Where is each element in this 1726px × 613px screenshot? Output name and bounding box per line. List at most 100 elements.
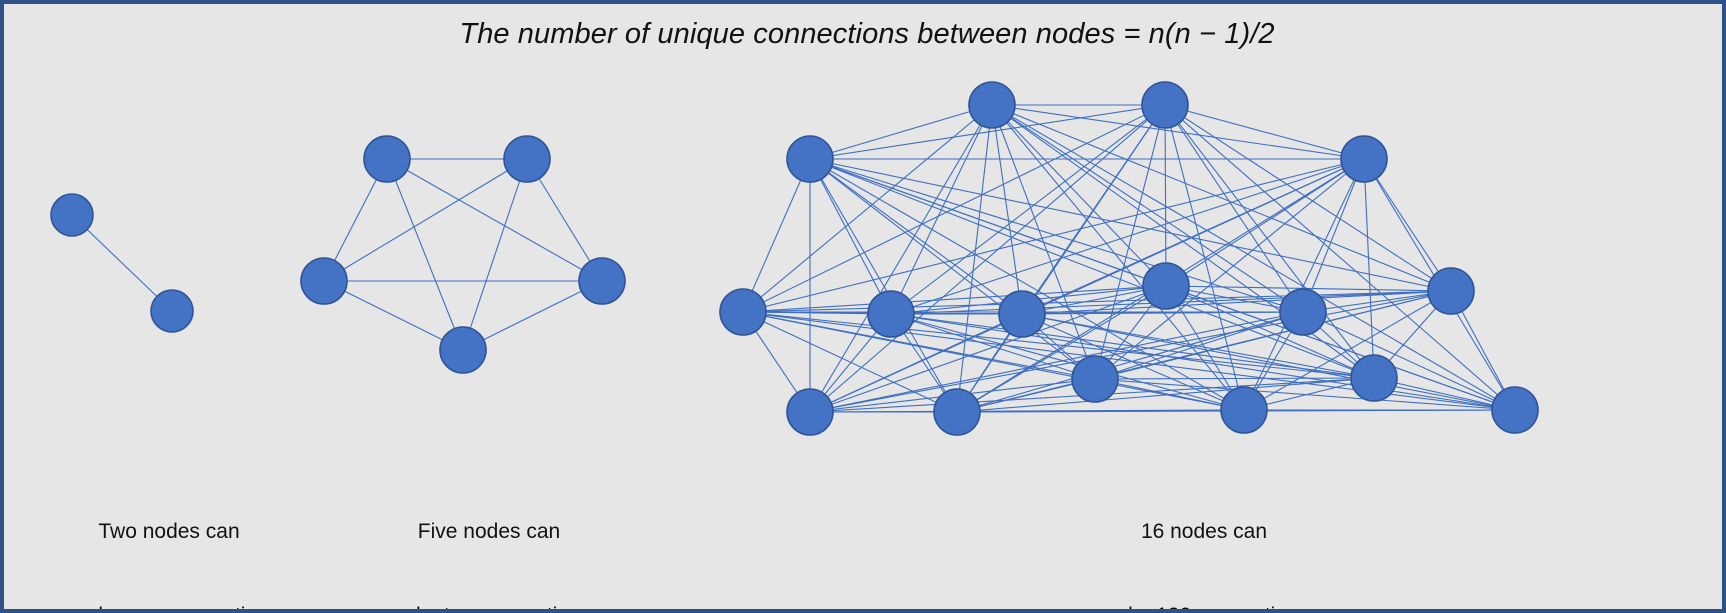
- graph-node: [1142, 262, 1190, 310]
- graph-edge: [991, 104, 1516, 411]
- caption-sixteen-nodes-line1: 16 nodes can: [1140, 520, 1268, 543]
- graph-edge: [742, 290, 1452, 313]
- graph-edge: [809, 290, 1452, 413]
- graph-edge: [809, 311, 1304, 413]
- graph-edge: [1021, 313, 1375, 379]
- graph-edge: [1165, 285, 1516, 411]
- graph-edge: [1164, 104, 1516, 411]
- graph-node: [933, 388, 981, 436]
- graph-edge: [956, 285, 1167, 413]
- graph-edge: [1302, 290, 1452, 313]
- graph-node: [867, 290, 915, 338]
- graph-edge: [809, 158, 1167, 287]
- graph-edge: [956, 104, 993, 413]
- graph-edge: [742, 158, 811, 313]
- graph-node: [439, 326, 487, 374]
- graph-edge: [1450, 290, 1516, 411]
- graph-group-5: [300, 135, 626, 374]
- graph-edge: [1302, 311, 1516, 411]
- graph-node: [968, 81, 1016, 129]
- graph-edge: [991, 104, 1245, 411]
- graph-edge: [1165, 285, 1375, 379]
- graph-edge: [890, 158, 1365, 315]
- graph-edge: [809, 158, 1452, 292]
- graph-edge: [809, 158, 1375, 379]
- graph-edge: [1165, 285, 1245, 411]
- graph-edge: [890, 313, 1096, 380]
- graph-edge: [890, 311, 1304, 315]
- caption-five-nodes: Five nodes can make ten connections 5(5-…: [304, 462, 674, 609]
- graph-node: [578, 257, 626, 305]
- graph-edge: [956, 104, 1166, 413]
- graph-edge: [956, 313, 1023, 413]
- graph-edge: [809, 313, 892, 413]
- graph-node: [1340, 135, 1388, 183]
- graph-edge: [71, 214, 173, 312]
- graph-edge: [1094, 158, 1365, 380]
- graph-edge: [809, 104, 1166, 160]
- node-layer: [50, 193, 194, 333]
- node-layer: [300, 135, 626, 374]
- graph-node: [1141, 81, 1189, 129]
- graph-edge: [1243, 311, 1304, 411]
- graph-edge: [742, 311, 892, 315]
- graph-edge: [742, 311, 1375, 379]
- caption-two-nodes: Two nodes can make one connection 2(2-1)…: [4, 462, 334, 609]
- graph-edge: [1165, 285, 1452, 292]
- graph-group-16: [719, 81, 1539, 436]
- graph-edge: [1094, 104, 1166, 380]
- graph-group-2: [50, 193, 194, 333]
- graph-edge: [809, 409, 1245, 413]
- graph-edge: [809, 158, 1516, 411]
- graph-edge: [809, 285, 1167, 413]
- graph-edge: [1021, 104, 1166, 315]
- graph-edge: [809, 158, 892, 315]
- graph-node: [1220, 386, 1268, 434]
- caption-two-nodes-line2: make one connection: [4, 602, 334, 609]
- graph-edge: [1243, 290, 1452, 411]
- graph-edge: [1243, 377, 1375, 411]
- graph-edge: [890, 290, 1452, 315]
- graph-edge: [1094, 285, 1167, 380]
- graph-edge: [809, 104, 993, 160]
- graph-edge: [1302, 311, 1375, 379]
- graph-edge: [1363, 158, 1516, 411]
- graph-edge: [809, 158, 958, 413]
- graph-edge: [890, 313, 1375, 379]
- graph-edge: [956, 409, 1245, 413]
- edge-layer: [742, 104, 1516, 413]
- graph-edge: [1164, 104, 1245, 411]
- graph-edge: [1021, 158, 1365, 315]
- graph-edge: [1302, 158, 1365, 313]
- caption-five-nodes-line1: Five nodes can: [417, 520, 561, 543]
- graph-edge: [1021, 313, 1096, 380]
- node-layer: [719, 81, 1539, 436]
- graph-edge: [809, 158, 1365, 413]
- graph-edge: [890, 313, 1245, 411]
- graph-edge: [1164, 104, 1365, 160]
- graph-edge: [991, 104, 1452, 292]
- graph-edge: [742, 158, 1365, 313]
- graph-edge: [323, 280, 464, 351]
- graph-node: [998, 290, 1046, 338]
- graph-edge: [1094, 378, 1516, 411]
- graph-edge: [1363, 158, 1375, 379]
- graph-edge: [890, 104, 993, 315]
- graph-edge: [1164, 104, 1375, 379]
- graph-edge: [991, 104, 1375, 379]
- graph-edge: [890, 313, 958, 413]
- graph-edge: [1164, 104, 1304, 313]
- graph-edge: [323, 158, 528, 282]
- graph-edge: [809, 104, 993, 413]
- graph-edge: [462, 280, 603, 351]
- graph-edge: [742, 311, 1096, 380]
- graph-edge: [1165, 158, 1365, 287]
- graph-node: [719, 288, 767, 336]
- edge-layer: [323, 158, 603, 351]
- graph-edge: [742, 104, 1166, 313]
- graph-edge: [1165, 285, 1304, 313]
- graph-edge: [1021, 285, 1167, 315]
- graph-edge: [1094, 311, 1304, 380]
- caption-two-nodes-line1: Two nodes can: [98, 520, 240, 543]
- graph-node: [150, 289, 194, 333]
